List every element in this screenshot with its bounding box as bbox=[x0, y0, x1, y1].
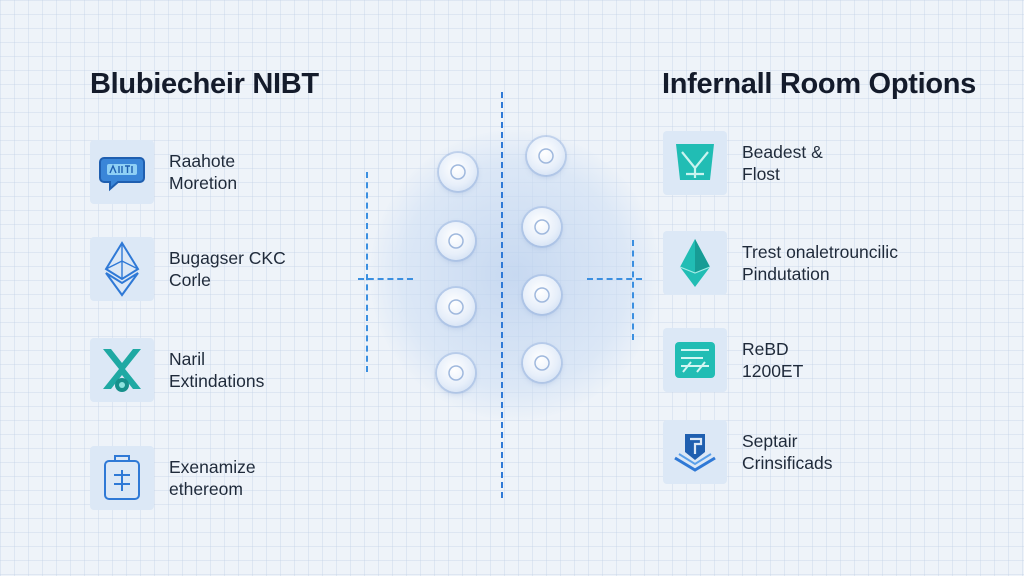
coin-icon bbox=[523, 344, 561, 382]
left-item-3[interactable]: Naril Extindations bbox=[90, 338, 264, 402]
left-item-4-line1: Exenamize bbox=[169, 457, 256, 477]
left-dashed-bracket bbox=[366, 172, 368, 372]
right-item-3-line1: ReBD bbox=[742, 339, 789, 359]
center-glow bbox=[370, 130, 660, 420]
right-item-1-line1: Beadest & bbox=[742, 142, 823, 162]
coin-icon bbox=[523, 276, 561, 314]
right-connector-line bbox=[587, 278, 642, 280]
center-dashed-divider bbox=[501, 92, 503, 498]
right-item-4-line2: Crinsificads bbox=[742, 453, 833, 473]
left-item-4[interactable]: Exenamize ethereom bbox=[90, 446, 256, 510]
chat-bubble-icon bbox=[90, 140, 154, 204]
left-item-1[interactable]: Raahote Moretion bbox=[90, 140, 237, 204]
coin-icon bbox=[437, 222, 475, 260]
left-item-1-line2: Moretion bbox=[169, 173, 238, 193]
coin-icon bbox=[527, 137, 565, 175]
teal-crest-icon bbox=[663, 131, 727, 195]
left-item-3-line1: Naril bbox=[169, 349, 205, 369]
right-heading: Infernall Room Options bbox=[661, 68, 976, 100]
teal-card-icon bbox=[663, 328, 727, 392]
left-heading: Blubiecheir NIBT bbox=[90, 68, 319, 100]
right-item-2-line2: Pindutation bbox=[742, 264, 830, 284]
left-item-2-line1: Bugagser CKC bbox=[169, 248, 286, 268]
teal-diamond-icon bbox=[663, 231, 727, 295]
coin-icon bbox=[523, 208, 561, 246]
right-item-1-line2: Flost bbox=[742, 164, 780, 184]
layered-shield-icon bbox=[663, 420, 727, 484]
clipboard-icon bbox=[90, 446, 154, 510]
right-item-2[interactable]: Trest onaletrouncilic Pindutation bbox=[663, 231, 898, 295]
coin-icon bbox=[437, 288, 475, 326]
left-item-4-line2: ethereom bbox=[169, 479, 243, 499]
left-connector-line bbox=[358, 278, 413, 280]
right-item-4-line1: Septair bbox=[742, 431, 798, 451]
right-item-1[interactable]: Beadest & Flost bbox=[663, 131, 823, 195]
coin-icon bbox=[439, 153, 477, 191]
left-item-2[interactable]: Bugagser CKC Corle bbox=[90, 237, 286, 301]
right-item-3-line2: 1200ET bbox=[742, 361, 804, 381]
left-item-3-line2: Extindations bbox=[169, 371, 265, 391]
coin-icon bbox=[437, 354, 475, 392]
ethereum-diamond-icon bbox=[90, 237, 154, 301]
right-item-4[interactable]: Septair Crinsificads bbox=[663, 420, 832, 484]
right-item-2-line1: Trest onaletrouncilic bbox=[742, 242, 898, 262]
x-shield-icon bbox=[90, 338, 154, 402]
right-dashed-bracket bbox=[632, 240, 634, 340]
left-item-1-line1: Raahote bbox=[169, 151, 236, 171]
left-item-2-line2: Corle bbox=[169, 270, 211, 290]
right-item-3[interactable]: ReBD 1200ET bbox=[663, 328, 803, 392]
